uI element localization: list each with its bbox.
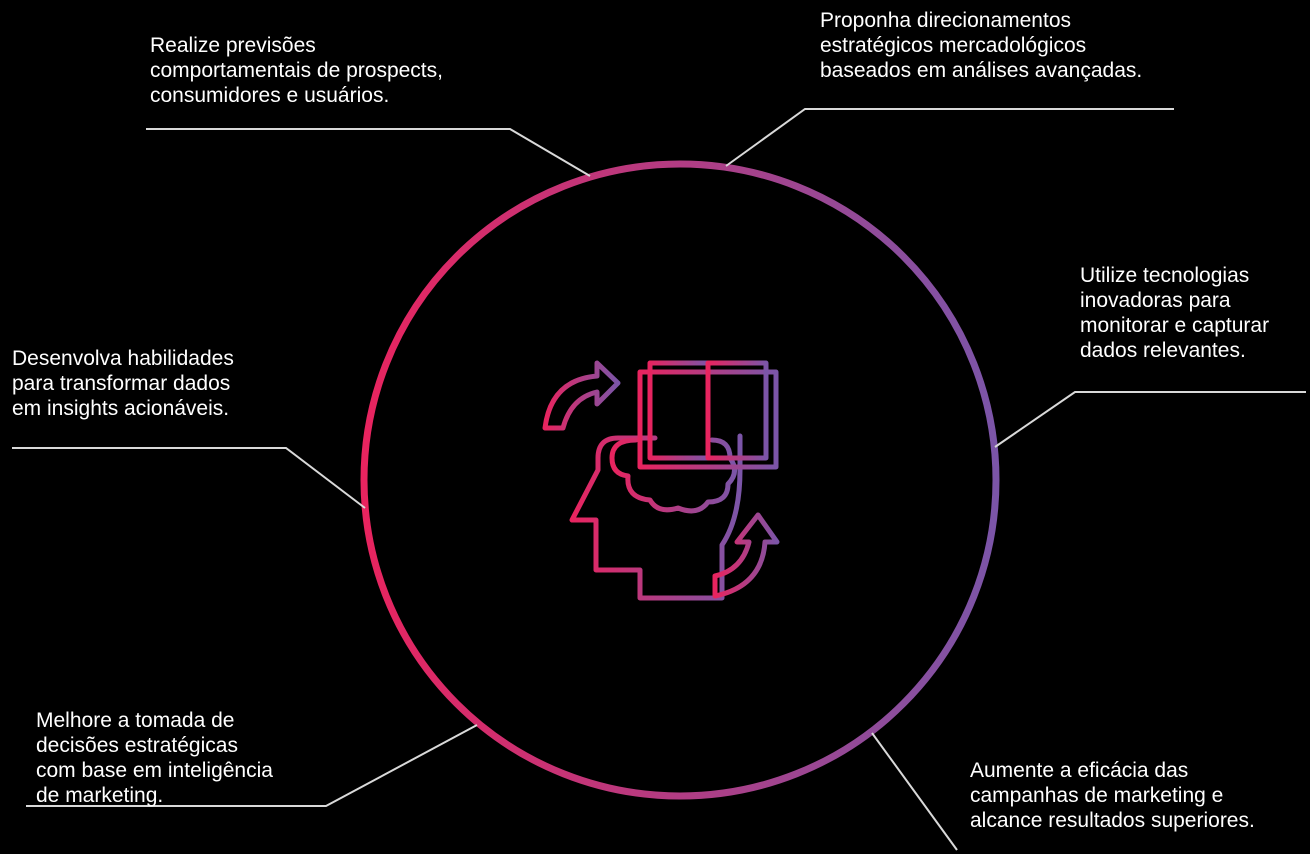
- connector-line-6: [871, 732, 958, 851]
- callout-innovative-technologies: Utilize tecnologias inovadoras para moni…: [1080, 264, 1270, 362]
- connector-line-5: [26, 724, 478, 807]
- connector-line-4: [12, 447, 366, 509]
- connector-line-2: [725, 108, 1174, 167]
- callout-strategic-directions: Proponha direcionamentos estratégicos me…: [820, 9, 1143, 82]
- callout-behavior-predictions: Realize previsões comportamentais de pro…: [150, 34, 443, 107]
- callout-actionable-insights: Desenvolva habilidades para transformar …: [12, 347, 234, 420]
- connector-line-3: [994, 391, 1306, 448]
- main-ring: [360, 160, 1000, 800]
- callout-campaign-effectiveness: Aumente a eficácia das campanhas de mark…: [970, 759, 1255, 832]
- head-with-book-and-arrows-icon: [542, 360, 780, 601]
- connector-line-1: [146, 128, 591, 177]
- callout-decision-making: Melhore a tomada de decisões estratégica…: [36, 709, 273, 807]
